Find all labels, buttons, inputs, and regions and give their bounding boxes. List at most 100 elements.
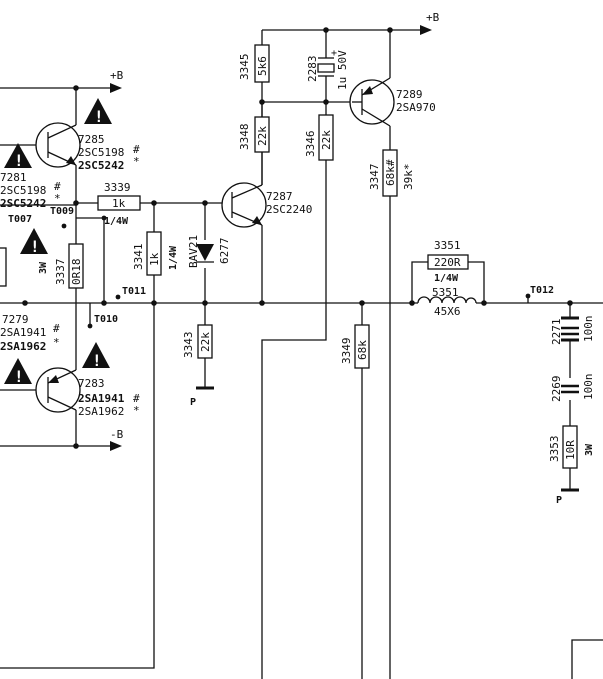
r3349-value: 68k xyxy=(356,340,369,360)
r3347-alt: 39k* xyxy=(402,164,415,191)
test-point-t009 xyxy=(101,215,107,221)
r3353-ref: 3353 xyxy=(548,436,561,463)
inductor-5351: 5351 45X6 xyxy=(417,286,477,318)
t7279-star: * xyxy=(53,336,60,349)
t7283-mark: # xyxy=(133,392,140,405)
svg-text:!: ! xyxy=(14,151,24,170)
resistor-3341: 1k 3341 1/4W xyxy=(132,231,179,276)
warning-triangle-icon: ! xyxy=(20,228,48,256)
transistor-7279: 7279 2SA1941 # 2SA1962 * xyxy=(0,313,60,353)
c2271-value: 100n xyxy=(582,316,595,343)
wiring xyxy=(0,29,603,679)
r3341-ref: 3341 xyxy=(132,244,145,271)
r3351-value: 220R xyxy=(434,256,461,269)
pos-rail-label: +B xyxy=(110,69,124,82)
d6277-type: BAV21 xyxy=(187,235,200,268)
pos-rail-label-right: +B xyxy=(426,11,440,24)
resistor-3343: 22k 3343 xyxy=(182,324,213,359)
r3337-ref: 3337 xyxy=(54,259,67,286)
svg-text:!: ! xyxy=(30,237,40,256)
neg-rail-arrow xyxy=(110,441,122,451)
r3349-ref: 3349 xyxy=(340,338,353,365)
ground-label-2: P xyxy=(556,495,562,506)
transistor-7283: 7283 2SA1941 # 2SA1962 * xyxy=(35,367,140,418)
resistor-3339: 1k 3339 1/4W xyxy=(97,181,141,227)
svg-text:+: + xyxy=(331,48,337,59)
ground-symbols: P P xyxy=(190,386,579,506)
r3353-rating: 3W xyxy=(584,443,595,456)
r3346-value: 22k xyxy=(320,130,333,150)
r3346-ref: 3346 xyxy=(304,131,317,158)
test-point-t011 xyxy=(115,294,121,300)
t7285-ref: 7285 xyxy=(78,133,105,146)
pos-rail-arrow xyxy=(110,83,122,93)
test-point-t012 xyxy=(525,293,531,299)
r3337-value: 0R18 xyxy=(70,259,83,286)
test-point-t010 xyxy=(87,323,93,329)
t7289-ref: 7289 xyxy=(396,88,423,101)
t7289-type: 2SA970 xyxy=(396,101,436,114)
warning-triangle-icon: ! xyxy=(4,358,32,386)
neg-rail-label: -B xyxy=(110,428,124,441)
d6277-ref: 6277 xyxy=(218,238,231,265)
t7279-alt: 2SA1962 xyxy=(0,340,46,353)
t7285-star: * xyxy=(133,155,140,168)
resistor-3345: 5k6 3345 xyxy=(238,44,270,83)
t7287-ref: 7287 xyxy=(266,190,293,203)
c2269-value: 100n xyxy=(582,374,595,401)
t7283-ref: 7283 xyxy=(78,377,105,390)
r3347-ref: 3347 xyxy=(368,164,381,191)
test-point-t007 xyxy=(61,223,67,229)
t7279-type: 2SA1941 xyxy=(0,326,46,339)
resistor-fragment-left xyxy=(0,247,7,287)
t7281-type: 2SC5198 xyxy=(0,184,46,197)
t7281-alt: 2SC5242 xyxy=(0,197,46,210)
t7279-ref: 7279 xyxy=(2,313,29,326)
diode-6277: BAV21 6277 xyxy=(187,235,231,268)
r3348-value: 22k xyxy=(256,126,269,146)
resistor-3347: 68k# 3347 39k* xyxy=(368,149,415,197)
svg-text:!: ! xyxy=(14,367,24,386)
t7285-alt: 2SC5242 xyxy=(78,159,124,172)
transistor-7281: 7281 2SC5198 # 2SC5242 * xyxy=(0,171,61,210)
t7287-type: 2SC2240 xyxy=(266,203,312,216)
l5351-ref: 5351 xyxy=(432,286,459,299)
test-points: T009 T007 T011 T010 T012 xyxy=(8,206,554,329)
c2283-value: 1u 50V xyxy=(336,50,349,90)
r3343-ref: 3343 xyxy=(182,332,195,359)
warning-triangle-icon: ! xyxy=(84,98,112,126)
transistor-7285: 7285 2SC5198 # 2SC5242 * xyxy=(35,122,140,172)
resistor-3348: 22k 3348 xyxy=(238,116,270,153)
test-point-t011-label: T011 xyxy=(122,286,146,297)
t7285-type: 2SC5198 xyxy=(78,146,124,159)
capacitor-2269: 2269 100n xyxy=(550,374,595,403)
r3347-value: 68k# xyxy=(384,159,397,186)
r3345-ref: 3345 xyxy=(238,54,251,81)
r3343-value: 22k xyxy=(199,332,212,352)
transistor-7287: 7287 2SC2240 xyxy=(221,182,312,228)
t7281-ref: 7281 xyxy=(0,171,27,184)
resistor-3353: 10R 3353 3W xyxy=(548,425,595,469)
test-point-t009-label: T009 xyxy=(50,206,74,217)
c2269-ref: 2269 xyxy=(550,376,563,403)
resistor-3346: 22k 3346 xyxy=(304,114,334,161)
warning-triangle-icon: ! xyxy=(4,143,32,170)
r3337-rating: 3W xyxy=(38,261,49,274)
warning-triangle-icon: ! xyxy=(82,342,110,370)
resistor-3351: 220R 3351 1/4W xyxy=(427,239,469,284)
r3341-rating: 1/4W xyxy=(168,245,179,270)
resistor-3337: 0R18 3337 3W xyxy=(38,243,84,289)
t7281-star: * xyxy=(54,192,61,205)
r3353-value: 10R xyxy=(564,440,577,460)
r3339-value: 1k xyxy=(112,197,126,210)
t7283-star: * xyxy=(133,404,140,417)
r3339-rating: 1/4W xyxy=(104,216,129,227)
transistor-7289: 7289 2SA970 xyxy=(349,77,436,127)
test-point-t007-label: T007 xyxy=(8,214,32,225)
capacitor-2271: 2271 100n xyxy=(550,316,595,346)
test-point-t010-label: T010 xyxy=(94,314,118,325)
r3348-ref: 3348 xyxy=(238,124,251,151)
ground-label-1: P xyxy=(190,397,196,408)
c2271-ref: 2271 xyxy=(550,319,563,346)
